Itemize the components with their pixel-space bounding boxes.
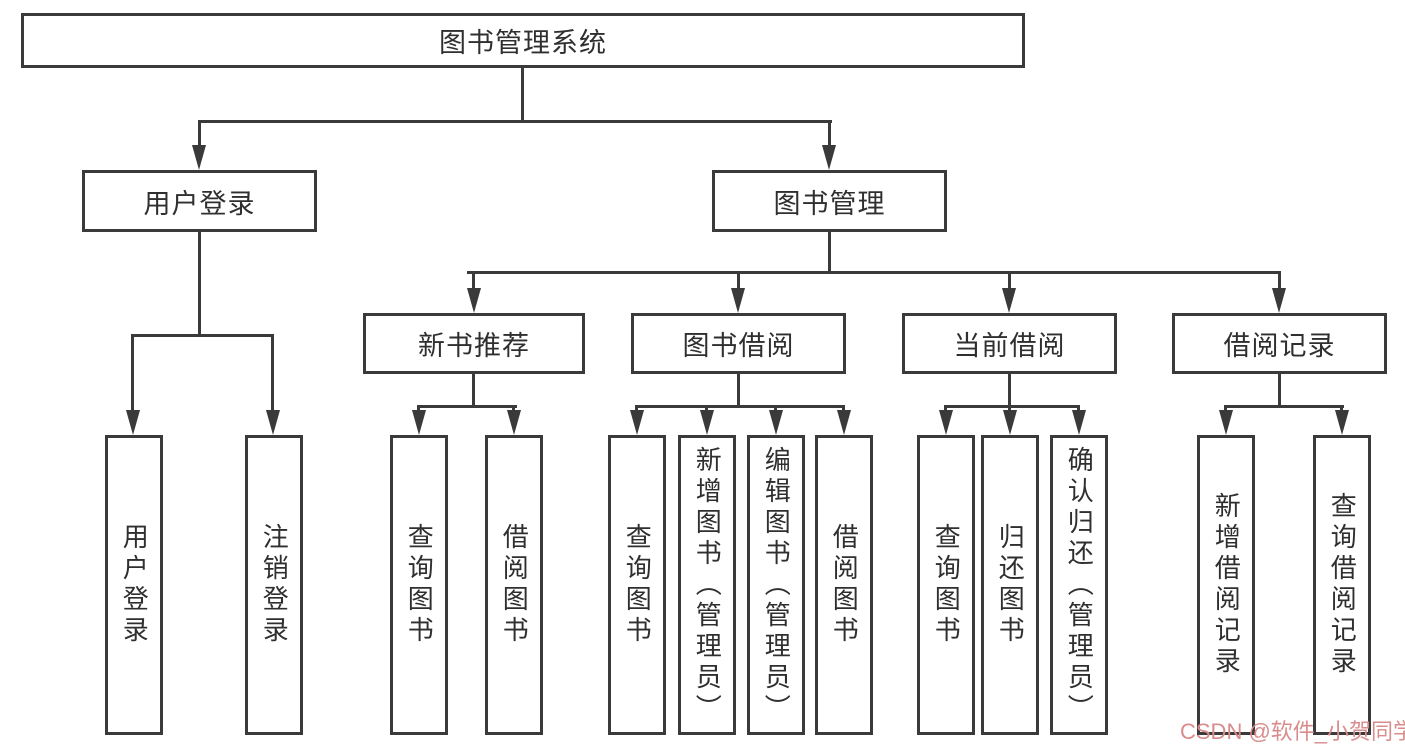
node-borrow-records: 借阅记录: [1172, 313, 1387, 374]
connector-drop-leaf: [417, 405, 420, 413]
connector-drop-leaf: [131, 334, 134, 412]
node-user-login: 用户登录: [82, 170, 317, 232]
leaf-bb-add-books-admin: 新增图书（管理员）: [678, 435, 736, 735]
leaf-logout: 注销登录: [245, 435, 303, 735]
leaf-br-query-record: 查询借阅记录: [1313, 435, 1371, 735]
leaf-cb-confirm-return-admin: 确认归还（管理员）: [1050, 435, 1108, 735]
leaf-cb-return-books-label: 归还图书: [995, 523, 1026, 647]
connector-drop-leaf: [944, 405, 947, 413]
connector-current-borrow-bus: [944, 405, 1080, 408]
connector-user-login-stem: [198, 232, 201, 337]
arrow-down-icon: [507, 410, 521, 435]
connector-new-book-rec-bus: [417, 405, 517, 408]
node-book-borrow: 图书借阅: [631, 313, 846, 374]
connector-book-mgmt-stem: [828, 232, 831, 274]
arrow-down-icon: [1272, 288, 1286, 313]
connector-drop-borrow-records: [1278, 271, 1281, 291]
connector-drop-book-borrow: [737, 271, 740, 291]
leaf-bb-borrow-books: 借阅图书: [815, 435, 873, 735]
leaf-cb-return-books: 归还图书: [981, 435, 1039, 735]
leaf-nbr-borrow-books: 借阅图书: [485, 435, 543, 735]
connector-drop-leaf: [512, 405, 515, 413]
connector-root-bus: [198, 120, 832, 123]
connector-drop-user-login: [198, 120, 201, 148]
arrow-down-icon: [1002, 288, 1016, 313]
leaf-bb-edit-books-admin: 编辑图书（管理员）: [747, 435, 805, 735]
leaf-bb-borrow-books-label: 借阅图书: [829, 523, 860, 647]
connector-drop-book-mgmt: [828, 120, 831, 148]
arrow-down-icon: [1335, 410, 1349, 435]
arrow-down-icon: [769, 410, 783, 435]
node-root: 图书管理系统: [21, 13, 1025, 68]
arrow-down-icon: [1219, 410, 1233, 435]
arrow-down-icon: [630, 410, 644, 435]
connector-drop-new-book-rec: [472, 271, 475, 291]
connector-drop-leaf: [1077, 405, 1080, 413]
leaf-cb-confirm-return-admin-label: 确认归还（管理员）: [1064, 445, 1095, 725]
arrow-down-icon: [192, 145, 206, 170]
arrow-down-icon: [1003, 410, 1017, 435]
arrow-down-icon: [822, 145, 836, 170]
node-new-book-recommend-label: 新书推荐: [418, 331, 530, 361]
leaf-cb-query-books-label: 查询图书: [931, 523, 962, 647]
node-borrow-records-label: 借阅记录: [1223, 331, 1336, 361]
arrow-down-icon: [939, 410, 953, 435]
connector-borrow-records-stem: [1278, 374, 1281, 407]
connector-new-book-rec-stem: [472, 374, 475, 407]
leaf-user-login: 用户登录: [105, 435, 163, 735]
arrow-down-icon: [467, 288, 481, 313]
arrow-down-icon: [1072, 410, 1086, 435]
connector-drop-leaf: [842, 405, 845, 413]
arrow-down-icon: [731, 288, 745, 313]
arrow-down-icon: [412, 410, 426, 435]
leaf-br-add-record-label: 新增借阅记录: [1211, 492, 1242, 678]
leaf-br-query-record-label: 查询借阅记录: [1327, 492, 1358, 678]
node-root-label: 图书管理系统: [439, 28, 607, 58]
leaf-nbr-query-books-label: 查询图书: [404, 523, 435, 647]
connector-drop-leaf: [1224, 405, 1227, 413]
arrow-down-icon: [126, 410, 140, 435]
node-current-borrow: 当前借阅: [902, 313, 1117, 374]
connector-drop-leaf: [1008, 405, 1011, 413]
connector-current-borrow-stem: [1008, 374, 1011, 407]
leaf-user-login-label: 用户登录: [119, 523, 150, 647]
connector-book-borrow-bus: [635, 405, 845, 408]
arrow-down-icon: [266, 410, 280, 435]
leaf-bb-edit-books-admin-label: 编辑图书（管理员）: [761, 445, 792, 725]
connector-root-stem: [521, 68, 524, 120]
connector-drop-leaf: [705, 405, 708, 413]
node-book-management-label: 图书管理: [773, 188, 886, 219]
connector-drop-leaf: [635, 405, 638, 413]
connector-book-mgmt-bus: [467, 271, 1281, 274]
leaf-nbr-query-books: 查询图书: [390, 435, 448, 735]
arrow-down-icon: [700, 410, 714, 435]
leaf-nbr-borrow-books-label: 借阅图书: [499, 523, 530, 647]
connector-book-borrow-stem: [737, 374, 740, 407]
leaf-bb-add-books-admin-label: 新增图书（管理员）: [692, 445, 723, 725]
csdn-watermark: CSDN @软件_小贺同学: [1180, 719, 1405, 744]
node-book-management: 图书管理: [712, 170, 947, 232]
connector-drop-leaf: [774, 405, 777, 413]
leaf-logout-label: 注销登录: [259, 523, 290, 647]
leaf-cb-query-books: 查询图书: [917, 435, 975, 735]
connector-drop-leaf: [1340, 405, 1343, 413]
node-new-book-recommend: 新书推荐: [363, 313, 585, 374]
connector-borrow-records-bus: [1224, 405, 1344, 408]
node-user-login-label: 用户登录: [143, 188, 256, 219]
node-book-borrow-label: 图书借阅: [682, 331, 795, 361]
node-current-borrow-label: 当前借阅: [953, 331, 1066, 361]
connector-drop-leaf: [271, 334, 274, 412]
leaf-bb-query-books-label: 查询图书: [622, 523, 653, 647]
connector-drop-current-borrow: [1008, 271, 1011, 291]
connector-user-login-bus: [131, 334, 274, 337]
leaf-br-add-record: 新增借阅记录: [1197, 435, 1255, 735]
leaf-bb-query-books: 查询图书: [608, 435, 666, 735]
arrow-down-icon: [837, 410, 851, 435]
